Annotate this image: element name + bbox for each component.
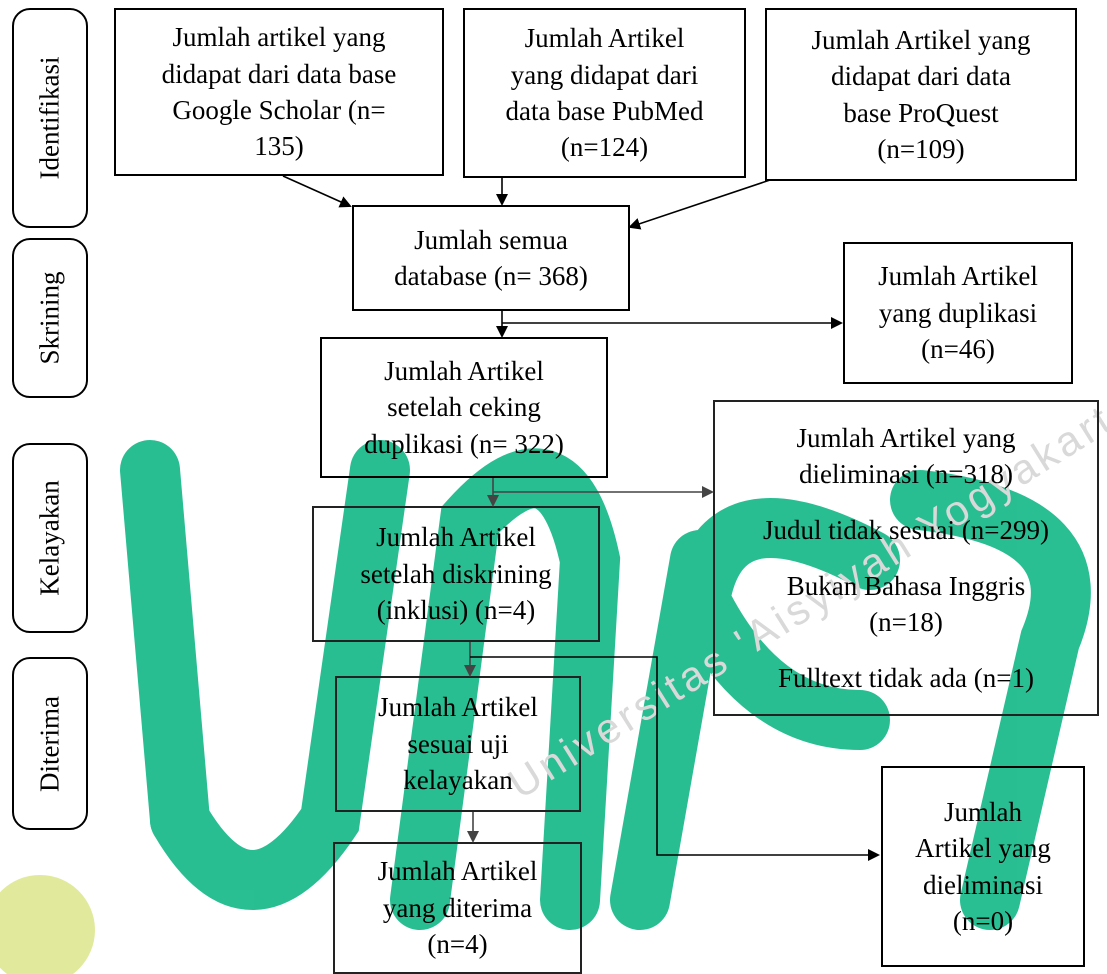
- elim-reason-bahasa: Bukan Bahasa Inggris (n=18): [786, 570, 1026, 638]
- box-sesuai-uji: Jumlah Artikel sesuai uji kelayakan: [335, 676, 581, 812]
- elim-reason-fulltext: Fulltext tidak ada (n=1): [778, 662, 1034, 693]
- box-google-scholar-text: Jumlah artikel yang didapat dari data ba…: [161, 22, 397, 162]
- arrow-proquest-to-semua: [628, 179, 771, 230]
- stage-skrining: Skrining: [12, 238, 88, 398]
- stage-kelayakan-label: Kelayakan: [34, 480, 65, 596]
- watermark-seal: [0, 875, 95, 974]
- stage-identifikasi: Identifikasi: [12, 8, 88, 228]
- stage-diterima-label: Diterima: [34, 695, 65, 792]
- box-proquest-text: Jumlah Artikel yang didapat dari data ba…: [811, 24, 1031, 164]
- watermark-logo-stroke-1: [120, 440, 210, 850]
- box-setelah-diskrining-text: Jumlah Artikel setelah diskrining (inklu…: [360, 522, 552, 626]
- box-diterima-text: Jumlah Artikel yang diterima (n=4): [377, 856, 538, 960]
- stage-skrining-label: Skrining: [34, 271, 65, 365]
- arrow-google-to-semua: [282, 175, 352, 208]
- elim-reason-judul: Judul tidak sesuai (n=299): [763, 514, 1049, 545]
- box-setelah-ceking-text: Jumlah Artikel setelah ceking duplikasi …: [364, 355, 564, 459]
- box-semua-database-text: Jumlah semua database (n= 368): [394, 224, 588, 291]
- stage-identifikasi-label: Identifikasi: [34, 56, 65, 180]
- box-dieliminasi-318: Jumlah Artikel yang dieliminasi (n=318) …: [713, 400, 1099, 716]
- box-diterima: Jumlah Artikel yang diterima (n=4): [333, 842, 582, 974]
- watermark-logo-stroke-4: [610, 530, 730, 930]
- box-dieliminasi-final: Jumlah Artikel yang dieliminasi (n=0): [881, 766, 1085, 967]
- box-google-scholar: Jumlah artikel yang didapat dari data ba…: [114, 8, 444, 176]
- box-pubmed: Jumlah Artikel yang didapat dari data ba…: [463, 8, 746, 178]
- box-proquest: Jumlah Artikel yang didapat dari data ba…: [765, 8, 1077, 181]
- box-dieliminasi-final-text: Jumlah Artikel yang dieliminasi (n=0): [915, 796, 1051, 936]
- box-duplikasi: Jumlah Artikel yang duplikasi (n=46): [843, 242, 1073, 384]
- box-setelah-ceking: Jumlah Artikel setelah ceking duplikasi …: [320, 337, 608, 478]
- elim-header: Jumlah Artikel yang dieliminasi (n=318): [796, 422, 1016, 490]
- stage-kelayakan: Kelayakan: [12, 443, 88, 633]
- box-setelah-diskrining: Jumlah Artikel setelah diskrining (inklu…: [312, 506, 600, 642]
- box-pubmed-text: Jumlah Artikel yang didapat dari data ba…: [505, 23, 704, 163]
- stage-diterima: Diterima: [12, 657, 88, 830]
- box-sesuai-uji-text: Jumlah Artikel sesuai uji kelayakan: [378, 692, 538, 796]
- box-semua-database: Jumlah semua database (n= 368): [352, 205, 630, 311]
- box-duplikasi-text: Jumlah Artikel yang duplikasi (n=46): [878, 261, 1038, 365]
